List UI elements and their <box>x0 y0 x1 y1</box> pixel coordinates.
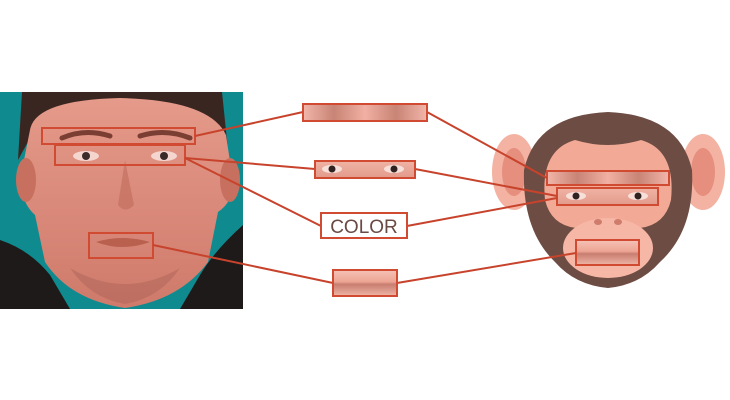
photo-eye-box <box>54 144 186 166</box>
jacket-right <box>180 225 243 309</box>
extracted-eyebrows <box>302 103 428 122</box>
connector-color-in <box>184 157 322 227</box>
monkey-eyebrow-strip <box>547 171 669 185</box>
extracted-mouth <box>332 269 398 297</box>
color-box <box>320 212 408 239</box>
monkey-eye-box <box>556 187 659 206</box>
left-ear <box>16 158 36 202</box>
connector-color-out <box>406 197 558 227</box>
left-pupil <box>82 152 90 160</box>
connector-mouth-in <box>152 244 334 284</box>
monkey-mouth-strip <box>576 240 639 265</box>
connector-eyebrow-in <box>194 111 304 137</box>
mouth <box>96 238 150 247</box>
right-pupil <box>160 152 168 160</box>
connector-mouth-out <box>396 252 577 284</box>
color-label: COLOR <box>330 217 398 238</box>
connector-eye-in <box>184 157 316 170</box>
monkey-face-avatar <box>492 112 725 288</box>
monkey-nostril-left <box>594 219 602 225</box>
human-face-photo <box>0 92 243 309</box>
monkey-mouth-box <box>575 239 640 266</box>
eye-patch-box <box>314 160 416 179</box>
connector-eyebrow-out <box>426 111 548 179</box>
monkey-nostril-right <box>614 219 622 225</box>
nose <box>118 160 134 210</box>
stubble <box>70 268 180 304</box>
monkey-eye-strip <box>557 188 658 205</box>
extracted-color: COLOR <box>320 212 408 239</box>
extracted-eyes <box>314 160 416 179</box>
eyebrow-patch-box <box>302 103 428 122</box>
right-eyebrow <box>137 130 193 141</box>
connector-eye-out <box>414 168 558 197</box>
left-eyebrow <box>59 130 113 141</box>
mouth-patch-box <box>332 269 398 297</box>
connectors <box>152 111 577 284</box>
jacket-left <box>0 240 70 309</box>
